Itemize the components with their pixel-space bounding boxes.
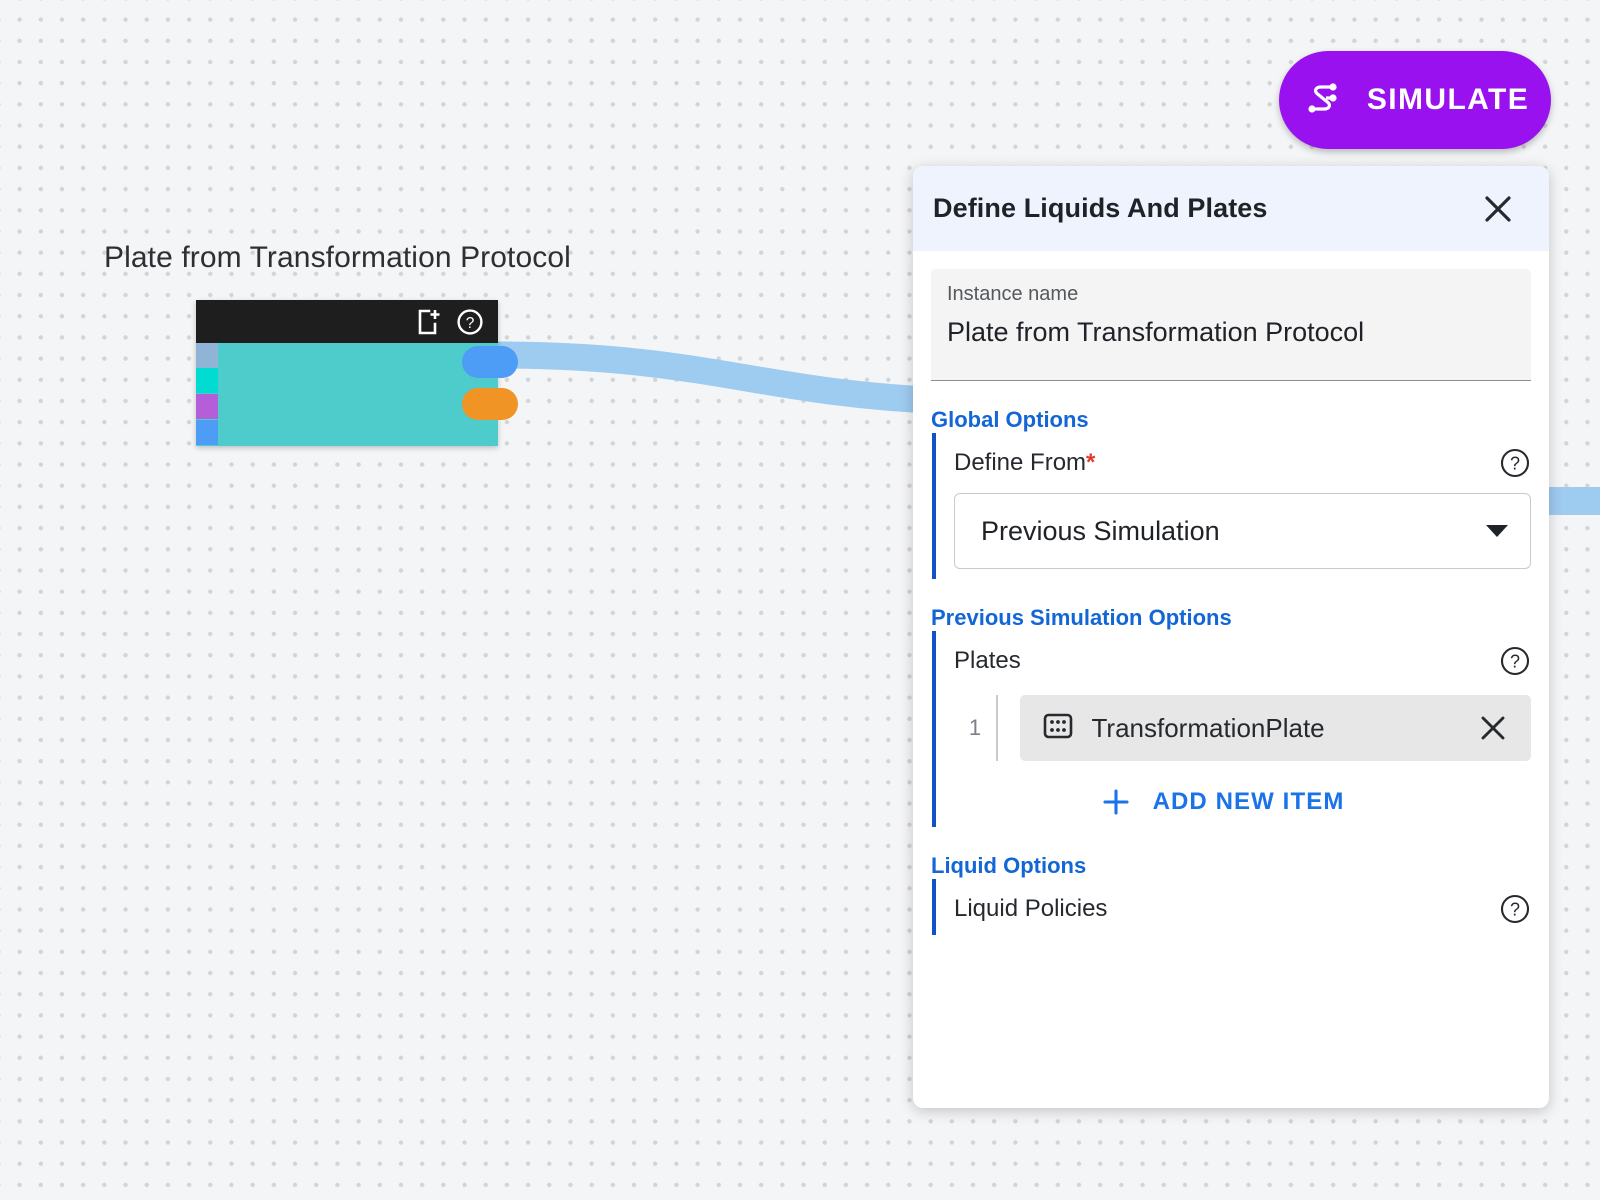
list-item-index: 1 bbox=[968, 715, 982, 740]
node-body bbox=[196, 343, 518, 446]
svg-text:?: ? bbox=[1510, 652, 1520, 672]
define-liquids-and-plates-panel: Define Liquids And Plates Instance name … bbox=[913, 166, 1549, 1108]
node-header: ? bbox=[196, 300, 498, 343]
define-from-value: Previous Simulation bbox=[981, 515, 1220, 546]
plate-grid-icon bbox=[1042, 710, 1074, 747]
add-new-item-button[interactable]: ADD NEW ITEM bbox=[954, 787, 1531, 817]
instance-name-field[interactable]: Instance name Plate from Transformation … bbox=[931, 269, 1531, 381]
simulate-label: SIMULATE bbox=[1366, 83, 1530, 116]
section-title-previous-simulation-options: Previous Simulation Options bbox=[931, 605, 1232, 630]
plate-chip[interactable]: TransformationPlate bbox=[1019, 695, 1531, 761]
section-body-global-options: Define From* ? Previous Simulation bbox=[932, 433, 1531, 579]
chevron-down-icon bbox=[1486, 525, 1508, 537]
port-in-4[interactable] bbox=[196, 420, 218, 445]
edge-connection-1 bbox=[495, 341, 931, 414]
simulate-button[interactable]: SIMULATE bbox=[1279, 51, 1551, 149]
list-divider bbox=[996, 695, 998, 761]
help-circle-icon[interactable]: ? bbox=[1499, 447, 1531, 479]
close-icon[interactable] bbox=[1481, 192, 1515, 226]
panel-title: Define Liquids And Plates bbox=[933, 193, 1268, 223]
field-label-define-from: Define From* bbox=[954, 449, 1096, 476]
list-item: 1 TransformationPlate bbox=[954, 695, 1531, 761]
field-plates: Plates ? bbox=[954, 645, 1531, 677]
plate-node[interactable]: ? bbox=[196, 300, 518, 446]
field-label-liquid-policies: Liquid Policies bbox=[954, 895, 1108, 922]
simulate-flow-icon bbox=[1301, 76, 1345, 125]
port-in-3[interactable] bbox=[196, 394, 218, 419]
panel-header: Define Liquids And Plates bbox=[913, 166, 1549, 251]
port-out-1[interactable] bbox=[462, 346, 518, 378]
field-liquid-policies: Liquid Policies ? bbox=[954, 893, 1531, 925]
required-asterisk: * bbox=[1086, 449, 1096, 476]
field-label-plates: Plates bbox=[954, 647, 1021, 674]
define-from-select[interactable]: Previous Simulation bbox=[954, 493, 1531, 569]
plate-chip-label: TransformationPlate bbox=[1091, 712, 1325, 743]
help-circle-icon[interactable]: ? bbox=[1499, 893, 1531, 925]
section-title-global-options: Global Options bbox=[931, 407, 1089, 432]
close-icon[interactable] bbox=[1479, 714, 1507, 742]
port-in-2[interactable] bbox=[196, 368, 218, 393]
svg-text:?: ? bbox=[1510, 454, 1520, 474]
add-file-icon[interactable] bbox=[416, 308, 442, 336]
port-in-1[interactable] bbox=[196, 343, 218, 368]
svg-text:?: ? bbox=[1510, 900, 1520, 920]
panel-body: Instance name Plate from Transformation … bbox=[913, 251, 1549, 1108]
svg-text:?: ? bbox=[466, 315, 475, 332]
plus-icon bbox=[1101, 787, 1131, 817]
section-title-liquid-options: Liquid Options bbox=[931, 853, 1087, 878]
section-body-previous-simulation-options: Plates ? 1 bbox=[932, 631, 1531, 827]
help-circle-icon[interactable]: ? bbox=[456, 308, 484, 336]
node-title: Plate from Transformation Protocol bbox=[104, 241, 571, 274]
field-define-from: Define From* ? bbox=[954, 447, 1531, 479]
instance-name-input[interactable]: Plate from Transformation Protocol bbox=[947, 317, 1365, 347]
help-circle-icon[interactable]: ? bbox=[1499, 645, 1531, 677]
section-body-liquid-options: Liquid Policies ? bbox=[932, 879, 1531, 935]
port-out-2[interactable] bbox=[462, 388, 518, 420]
add-new-item-label: ADD NEW ITEM bbox=[1152, 788, 1345, 815]
instance-name-label: Instance name bbox=[947, 283, 1079, 305]
